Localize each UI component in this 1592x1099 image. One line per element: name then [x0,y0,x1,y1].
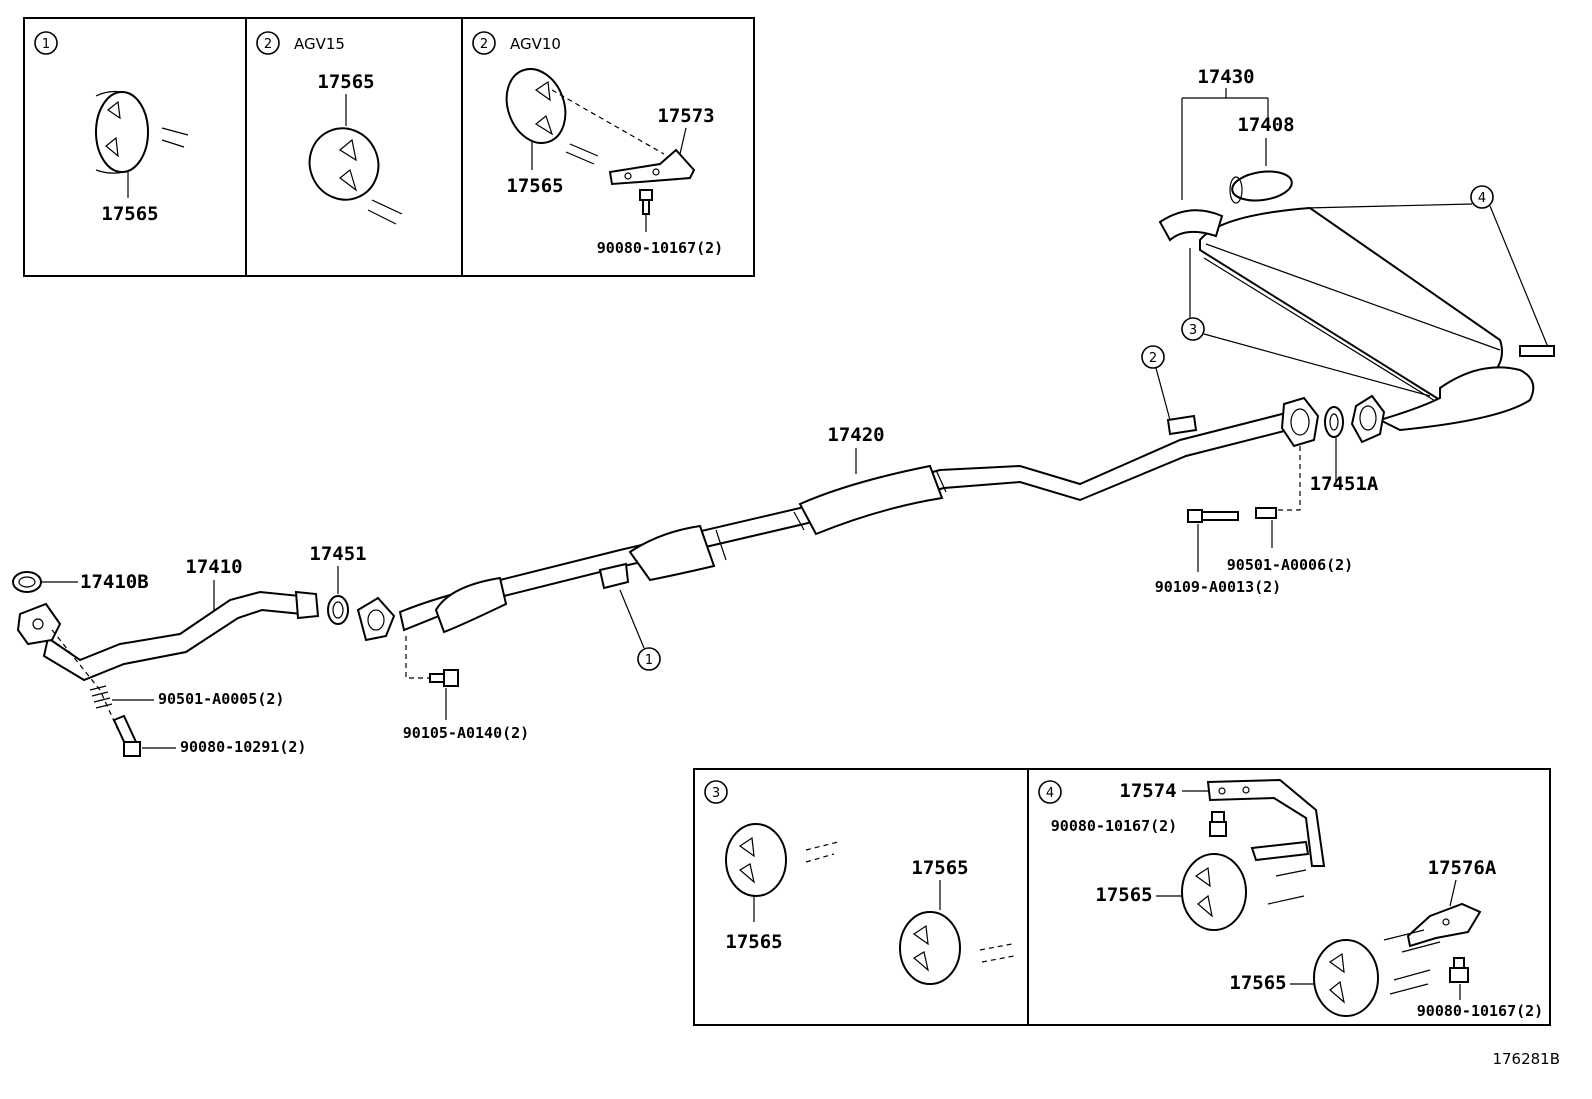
box4-marker: 4 [1046,786,1054,801]
box2b-label-17573: 17573 [657,105,714,127]
bracket-icon [1206,778,1326,867]
rubber-hanger-icon [1313,939,1379,1017]
center-pipe-assembly: 17420 1 2 17451A [356,345,1386,671]
flange-icon [1350,394,1386,444]
rubber-hanger-icon [899,911,961,985]
label-17410B: 17410B [80,571,149,593]
bracket-icon [1406,902,1482,948]
box3-label-b: 17565 [911,857,968,879]
spring-icon [89,685,113,709]
label-17408: 17408 [1237,114,1294,136]
pipe-sleeve-icon [1229,170,1293,204]
callout-3: 3 [1189,323,1197,338]
box4-label-17574: 17574 [1119,780,1176,802]
box2a-variant: AGV15 [294,35,345,53]
box2b-label-17565: 17565 [506,175,563,197]
flange-icon [16,602,62,646]
callout-1: 1 [645,653,653,668]
bracket-icon [1519,345,1555,357]
rubber-hanger-icon [725,823,787,897]
diagram-id: 176281B [1492,1050,1560,1068]
bolt-icon [1449,957,1469,983]
bolt-icon [639,189,653,215]
box2b-label-bolt: 90080-10167(2) [597,239,723,257]
label-90105-A0140: 90105-A0140(2) [403,724,529,742]
bolt-icon [1187,509,1239,523]
detail-box-4: 4 17574 90080-10167(2) 17565 17576A 1756… [1027,768,1551,1026]
label-90109-A0013: 90109-A0013(2) [1155,578,1281,596]
label-17451A: 17451A [1310,473,1379,495]
front-pipe-assembly: 17410B 17410 17451 90501-A0005(2) 90080-… [12,543,529,757]
box4-label-bolt-a: 90080-10167(2) [1051,817,1177,835]
box3-label-a: 17565 [725,931,782,953]
bolt-icon [112,714,141,757]
gasket-icon [1324,406,1344,438]
label-90501-A0006: 90501-A0006(2) [1227,556,1353,574]
detail-box-2-agv10: 2 AGV10 17573 17565 90080-10167(2) [461,17,755,277]
bolt-icon [429,669,459,687]
rubber-hanger-icon [505,68,567,144]
box4-label-17565-a: 17565 [1095,884,1152,906]
gasket-icon [12,571,42,593]
spring-icon [1255,507,1277,519]
box4-label-17576A: 17576A [1428,857,1497,879]
flange-icon [1280,396,1320,448]
label-90501-A0005: 90501-A0005(2) [158,690,284,708]
label-17430: 17430 [1197,66,1254,88]
detail-box-2-agv15: 2 AGV15 17565 [245,17,463,277]
label-17410: 17410 [185,556,242,578]
box1-marker: 1 [42,37,50,52]
label-17420: 17420 [827,424,884,446]
box2b-variant: AGV10 [510,35,561,53]
bracket-icon [608,148,696,186]
box1-part-label: 17565 [101,203,158,225]
rubber-hanger-icon [1181,853,1247,931]
gasket-icon [327,595,349,625]
box4-label-17565-b: 17565 [1229,972,1286,994]
rubber-hanger-icon [95,90,149,174]
box4-label-bolt-b: 90080-10167(2) [1417,1002,1543,1020]
muffler-assembly: 17430 17408 4 3 [1158,66,1555,432]
label-17451: 17451 [309,543,366,565]
flange-icon [356,596,396,642]
box2a-part-label: 17565 [317,71,374,93]
rubber-hanger-icon [308,127,380,201]
detail-box-1: 1 17565 [23,17,247,277]
callout-2: 2 [1149,351,1157,366]
label-90080-10291: 90080-10291(2) [180,738,306,756]
bolt-icon [1209,811,1227,837]
detail-box-3: 3 17565 17565 [693,768,1029,1026]
box3-marker: 3 [712,786,720,801]
callout-4: 4 [1478,191,1486,206]
box2b-marker: 2 [480,37,488,52]
box2a-marker: 2 [264,37,272,52]
